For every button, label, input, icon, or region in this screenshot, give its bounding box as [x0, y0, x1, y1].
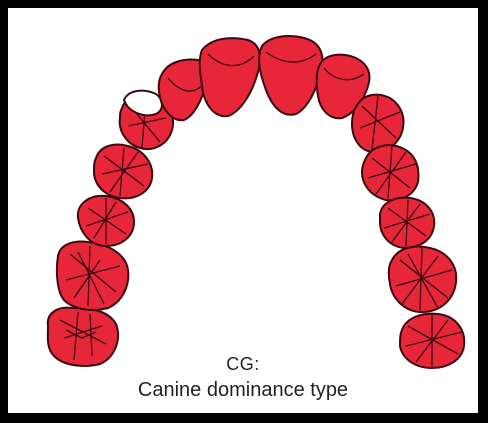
tooth-left-molar-1 — [57, 242, 128, 310]
dental-arch-diagram: .tooth { fill: #e8263a; stroke: #3a0a10;… — [8, 8, 478, 413]
tooth-right-canine — [352, 95, 404, 153]
caption-title: Canine dominance type — [8, 378, 478, 402]
tooth-right-molar-1 — [389, 247, 457, 313]
tooth-right-premolar-1 — [362, 145, 418, 200]
tooth-right-central-incisor — [259, 36, 322, 115]
tooth-right-premolar-2 — [380, 198, 434, 248]
tooth-left-premolar-1 — [94, 145, 152, 199]
diagram-panel: .tooth { fill: #e8263a; stroke: #3a0a10;… — [8, 8, 478, 413]
tooth-left-premolar-2 — [78, 196, 134, 246]
tooth-left-central-incisor — [200, 38, 260, 116]
caption-label: CG: — [8, 354, 478, 376]
